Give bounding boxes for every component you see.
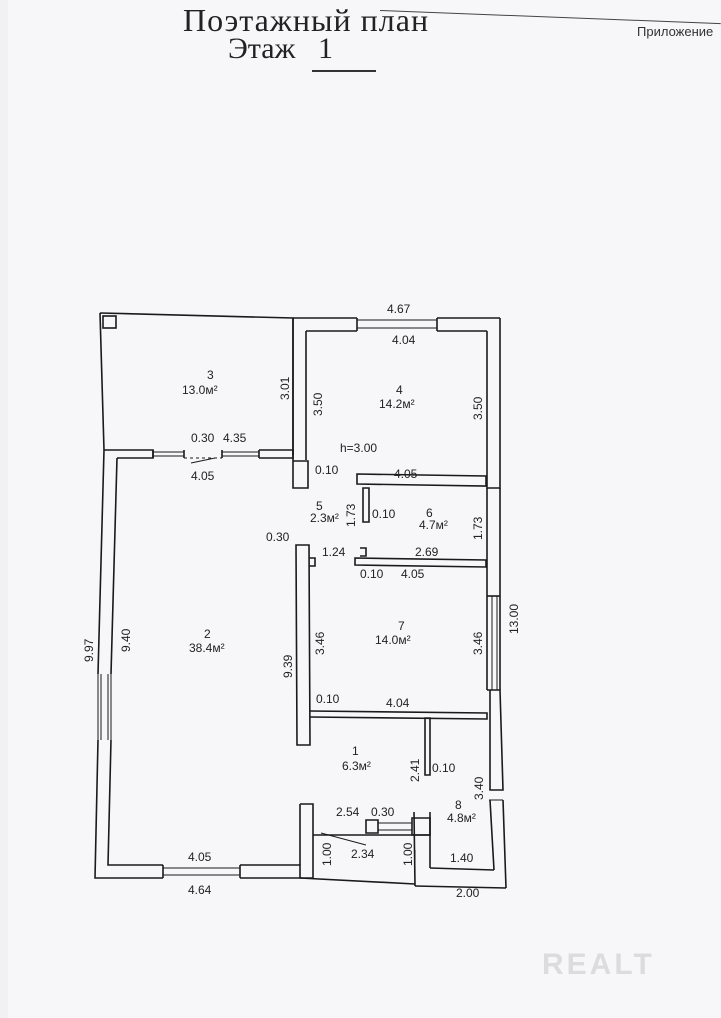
column-marker <box>102 315 117 329</box>
paper-sheet <box>8 0 721 1018</box>
dim-room7-bottom: 4.04 <box>386 696 410 710</box>
room-3-number: 3 <box>207 368 214 382</box>
room-4-number: 4 <box>396 383 403 397</box>
dim-room3-opening-b: 4.35 <box>223 431 247 445</box>
dim-room8-height: 2.41 <box>408 758 422 782</box>
room-6-area: 4.7м² <box>419 518 448 532</box>
dim-room6-wall: 0.10 <box>372 507 396 521</box>
dim-partition-939: 9.39 <box>281 654 295 678</box>
dim-entry-234: 2.34 <box>351 847 375 861</box>
dim-room3-right: 3.01 <box>278 376 292 400</box>
walls <box>94 312 507 889</box>
room-6-number: 6 <box>426 506 433 520</box>
ceiling-height: h=3.00 <box>340 441 377 455</box>
plan-title: Поэтажный план <box>183 2 430 38</box>
dim-top-outer: 4.67 <box>387 302 411 316</box>
dim-outer-right: 13.00 <box>507 604 521 634</box>
room-2-number: 2 <box>204 627 211 641</box>
room-7-number: 7 <box>398 619 405 633</box>
dim-room7-top: 4.05 <box>401 567 425 581</box>
dimension-labels: 4.67 4.04 3.01 3.50 3.50 0.30 4.35 4.05 … <box>82 302 521 900</box>
dim-room2-top: 4.05 <box>191 469 215 483</box>
room-3-area: 13.0м² <box>182 383 218 397</box>
room-8-area: 4.8м² <box>447 811 476 825</box>
dim-partition-a: 0.10 <box>315 463 339 477</box>
dim-room2-left: 9.40 <box>119 628 133 652</box>
dim-span-269: 2.69 <box>415 545 439 559</box>
dim-entry-254: 2.54 <box>336 805 360 819</box>
room-5-number: 5 <box>316 499 323 513</box>
dim-room3-opening-a: 0.30 <box>191 431 215 445</box>
dim-right-173: 1.73 <box>471 516 485 540</box>
dim-corridor-top: 4.05 <box>394 467 418 481</box>
dim-room8-bottom: 1.40 <box>450 851 474 865</box>
appendix-label: Приложение <box>637 24 714 39</box>
dim-room4-left: 3.50 <box>311 392 325 416</box>
dim-wall-010-r8: 0.10 <box>432 761 456 775</box>
dim-wall-010-mid: 0.10 <box>360 567 384 581</box>
room-5-area: 2.3м² <box>310 511 339 525</box>
dim-wall-030: 0.30 <box>266 530 290 544</box>
room-1-number: 1 <box>352 744 359 758</box>
dim-wall-010-low: 0.10 <box>316 692 340 706</box>
dim-entry-100b: 1.00 <box>401 842 415 866</box>
dim-entry-100a: 1.00 <box>320 842 334 866</box>
floor-underline <box>312 70 376 72</box>
dim-bottom-inner: 4.05 <box>188 850 212 864</box>
dim-span-124: 1.24 <box>322 545 346 559</box>
floor-number: 1 <box>318 32 333 65</box>
room-4-area: 14.2м² <box>379 397 415 411</box>
dim-bottom-right: 2.00 <box>456 886 480 900</box>
dim-bottom-outer: 4.64 <box>188 883 212 897</box>
room-labels: 3 13.0м² 4 14.2м² h=3.00 5 2.3м² 6 4.7м²… <box>182 368 476 825</box>
room-1-area: 6.3м² <box>342 759 371 773</box>
dim-top-inner: 4.04 <box>392 333 416 347</box>
dim-room7-right: 3.46 <box>471 631 485 655</box>
dim-room5-height: 1.73 <box>344 503 358 527</box>
dim-entry-030: 0.30 <box>371 805 395 819</box>
dim-outer-left: 9.97 <box>82 638 96 662</box>
floor-label: Этаж <box>228 32 296 65</box>
room-7-area: 14.0м² <box>375 633 411 647</box>
realt-watermark: REALT <box>542 948 655 981</box>
dim-room4-right: 3.50 <box>471 396 485 420</box>
dim-room7-left: 3.46 <box>313 631 327 655</box>
room-2-area: 38.4м² <box>189 641 225 655</box>
room-8-number: 8 <box>455 798 462 812</box>
dim-room8-side: 3.40 <box>472 776 486 800</box>
